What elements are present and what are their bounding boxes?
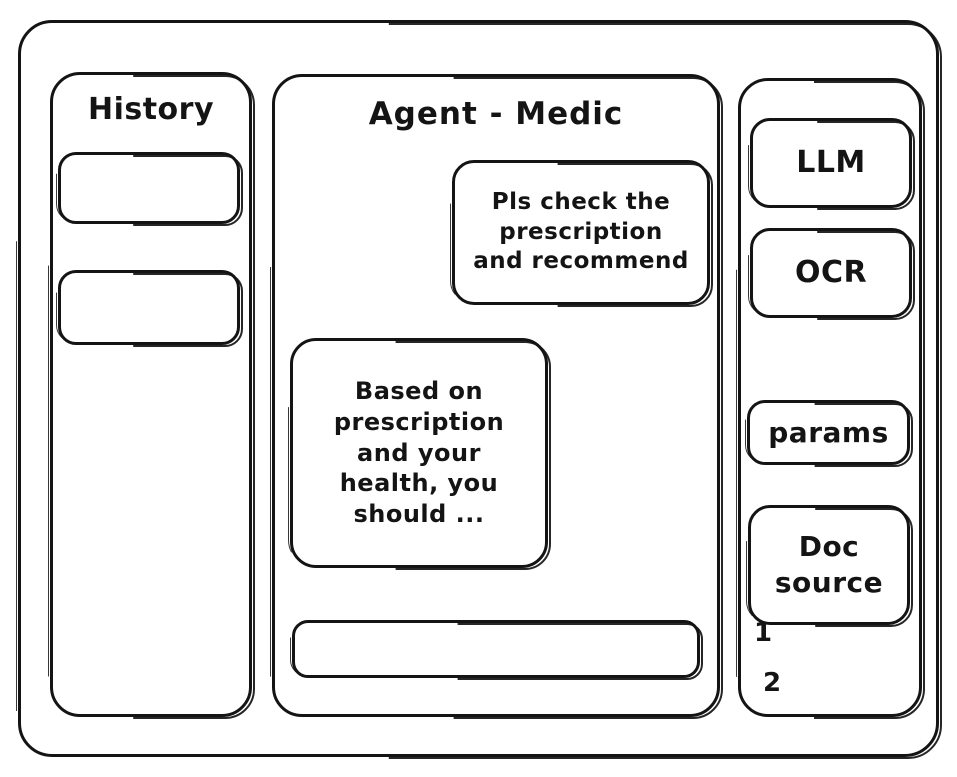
user-message-text: Pls check the prescription and recommend	[473, 189, 689, 275]
composer-input-value	[292, 620, 700, 678]
tool-button-params[interactable]: params	[745, 400, 913, 467]
page-title: Agent - Medic	[368, 96, 624, 132]
tool-button-ocr[interactable]: OCR	[748, 228, 915, 320]
doc-source-label: Doc source	[774, 530, 884, 599]
history-item-2[interactable]	[56, 270, 243, 347]
history-item-2-label	[58, 270, 240, 345]
doc-source-button[interactable]: Doc source	[746, 505, 913, 627]
tool-button-llm[interactable]: LLM	[748, 118, 915, 210]
doc-source-reference-2[interactable]: 2	[763, 668, 782, 698]
assistant-message-bubble: Based on prescription and your health, y…	[288, 338, 551, 570]
doc-source-reference-1[interactable]: 1	[754, 618, 773, 648]
history-item-1[interactable]	[56, 152, 243, 226]
history-title: History	[87, 92, 215, 127]
user-message-bubble: Pls check the prescription and recommend	[450, 160, 713, 307]
history-item-1-label	[58, 152, 240, 224]
assistant-message-text: Based on prescription and your health, y…	[333, 377, 505, 529]
composer-input[interactable]	[290, 620, 703, 680]
tool-ocr-label: OCR	[794, 254, 868, 290]
tool-llm-label: LLM	[796, 144, 866, 180]
tool-params-label: params	[768, 415, 889, 449]
